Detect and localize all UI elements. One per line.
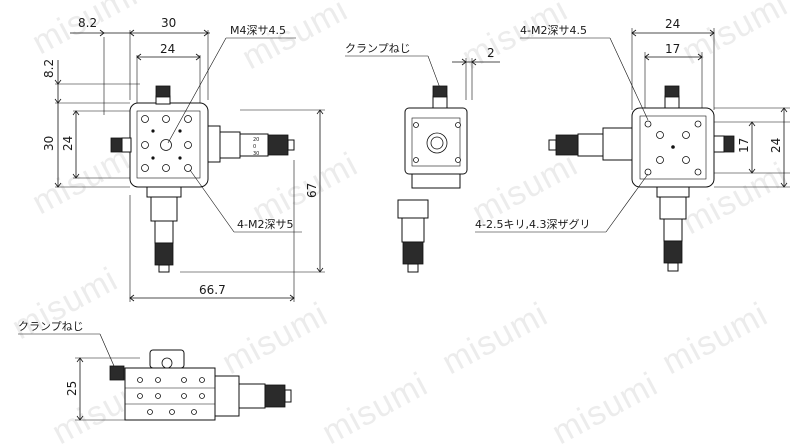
side-view: クランプねじ 25 (18, 320, 292, 421)
dim-side-height: 25 (65, 381, 79, 396)
side-clamp-knob (109, 365, 125, 381)
bottom-micrometer-thimble (555, 134, 579, 156)
dim-width-inner: 24 (160, 42, 175, 56)
dim-bottom-width-outer: 24 (665, 17, 680, 31)
top-view: 8.2 30 24 8.2 30 24 67 66.7 (42, 16, 325, 302)
micrometer-thimble (267, 134, 289, 156)
lock-knob (110, 137, 123, 153)
dim-offset-left: 8.2 (78, 16, 97, 30)
label-tapped-holes: 4-M2深サ5 (237, 218, 293, 231)
micrometer-scale-20: 20 (253, 137, 259, 143)
clamp-knob (155, 85, 171, 98)
dim-total-width: 66.7 (199, 283, 226, 297)
watermark: misumi (216, 295, 334, 382)
micrometer-thimble-y (154, 242, 174, 266)
watermark: misumi (316, 365, 434, 447)
dim-offset-top: 8.2 (42, 59, 56, 78)
front-micrometer-thimble (402, 241, 424, 265)
label-center-hole: M4深サ4.5 (230, 24, 286, 37)
front-clamp-knob (432, 85, 448, 98)
dim-bottom-height-inner: 17 (737, 138, 751, 153)
micrometer-scale-30: 30 (253, 151, 259, 157)
dim-width-outer: 30 (161, 16, 176, 30)
label-counterbore: 4-2.5キリ,4.3深ザグリ (475, 217, 590, 231)
side-micrometer-thimble (264, 384, 286, 408)
bottom-clamp-knob (664, 85, 680, 98)
label-clamp-screw: クランプねじ (345, 42, 411, 55)
front-view: クランプねじ 2 (345, 42, 500, 273)
micrometer-scale-0: 0 (253, 144, 256, 150)
watermark: misumi (436, 295, 554, 382)
dim-total-height: 67 (305, 183, 319, 198)
watermark: misumi (26, 0, 144, 62)
dim-bottom-width-inner: 17 (665, 42, 680, 56)
dim-bottom-height-outer: 24 (769, 138, 783, 153)
dim-height-outer: 30 (42, 136, 56, 151)
dim-clamp-offset: 2 (487, 46, 495, 60)
bottom-view: 24 17 17 24 (475, 17, 790, 272)
watermark: misumi (456, 0, 574, 77)
watermark: misumi (546, 365, 664, 447)
label-side-clamp-screw: クランプねじ (18, 320, 84, 333)
dim-height-inner: 24 (61, 136, 75, 151)
watermark: misumi (676, 0, 794, 72)
center-tapped-hole (160, 139, 172, 151)
watermark: misumi (236, 0, 354, 77)
label-bottom-tapped-holes: 4-M2深サ4.5 (520, 24, 587, 37)
watermark: misumi (656, 295, 774, 382)
